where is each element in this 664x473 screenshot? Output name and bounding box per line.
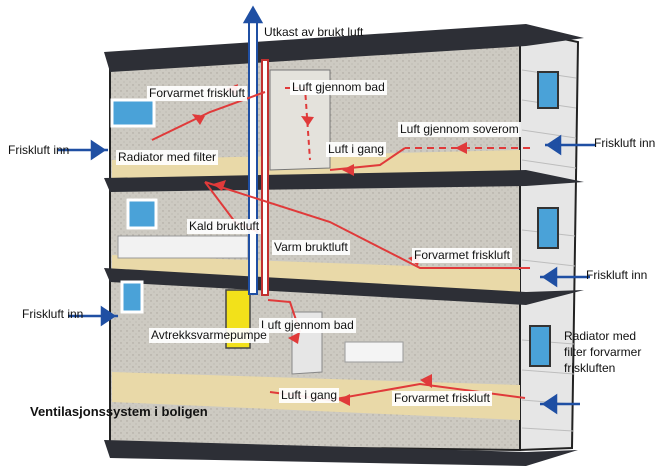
- slab-3: [104, 440, 578, 466]
- label-heat-pump: Avtrekksvarmepumpe: [149, 328, 269, 343]
- window-top-right: [537, 71, 559, 109]
- label-fresh-in-bottom-left: Friskluft inn: [22, 307, 84, 321]
- bath-room-top: [269, 69, 331, 171]
- kitchen-counter: [117, 235, 249, 259]
- label-fresh-in-top-left: Friskluft inn: [8, 143, 70, 157]
- window-top-left: [110, 98, 156, 128]
- label-exhaust-out: Utkast av brukt luft: [264, 25, 364, 39]
- window-mid-left: [126, 198, 158, 230]
- label-preheated-top: Forvarmet friskluft: [147, 86, 248, 101]
- arrow-red: [455, 142, 467, 154]
- window-bottom-right: [529, 325, 551, 367]
- label-preheated-mid: Forvarmet friskluft: [412, 248, 513, 263]
- slab-2: [104, 268, 584, 305]
- slab-roof: [104, 24, 584, 72]
- slab-1: [104, 170, 584, 192]
- duct-exhaust-blue: [248, 17, 258, 295]
- label-air-bath-bottom: Luft gjennom bad: [259, 318, 356, 333]
- flow-mid-preheated: [204, 181, 530, 269]
- label-fresh-in-mid-right: Friskluft inn: [586, 268, 648, 282]
- label-air-hall-bottom: Luft i gang: [279, 388, 340, 403]
- arrow-red: [420, 374, 432, 388]
- label-air-bedroom: Luft gjennom soverom: [398, 122, 521, 137]
- arrow-red: [338, 394, 350, 406]
- label-radiator-filter: Radiator med filter: [116, 150, 219, 165]
- label-fresh-in-top-right: Friskluft inn: [594, 136, 656, 150]
- arrow-red: [342, 164, 354, 176]
- label-warm-exhaust: Varm bruktluft: [272, 240, 350, 255]
- label-radiator-preheats: Radiator med filter forvarmer frisklufte…: [564, 329, 642, 375]
- duct-warm-red: [261, 59, 269, 296]
- exhaust-out-arrow: [242, 5, 264, 24]
- label-preheated-bottom: Forvarmet friskluft: [392, 391, 493, 406]
- bathtub-bottom: [344, 341, 404, 363]
- label-cold-exhaust: Kald bruktluft: [187, 219, 262, 234]
- arrow-red: [192, 114, 205, 125]
- window-mid-right: [537, 207, 559, 249]
- window-bottom-left: [120, 280, 144, 314]
- arrow-red: [213, 180, 226, 191]
- arrow-red: [288, 332, 300, 344]
- arrow-red: [301, 116, 314, 126]
- label-air-hall-top: Luft i gang: [326, 142, 387, 157]
- diagram-title: Ventilasjonssystem i boligen: [30, 404, 208, 419]
- label-air-bath-top: Luft gjennom bad: [290, 80, 387, 95]
